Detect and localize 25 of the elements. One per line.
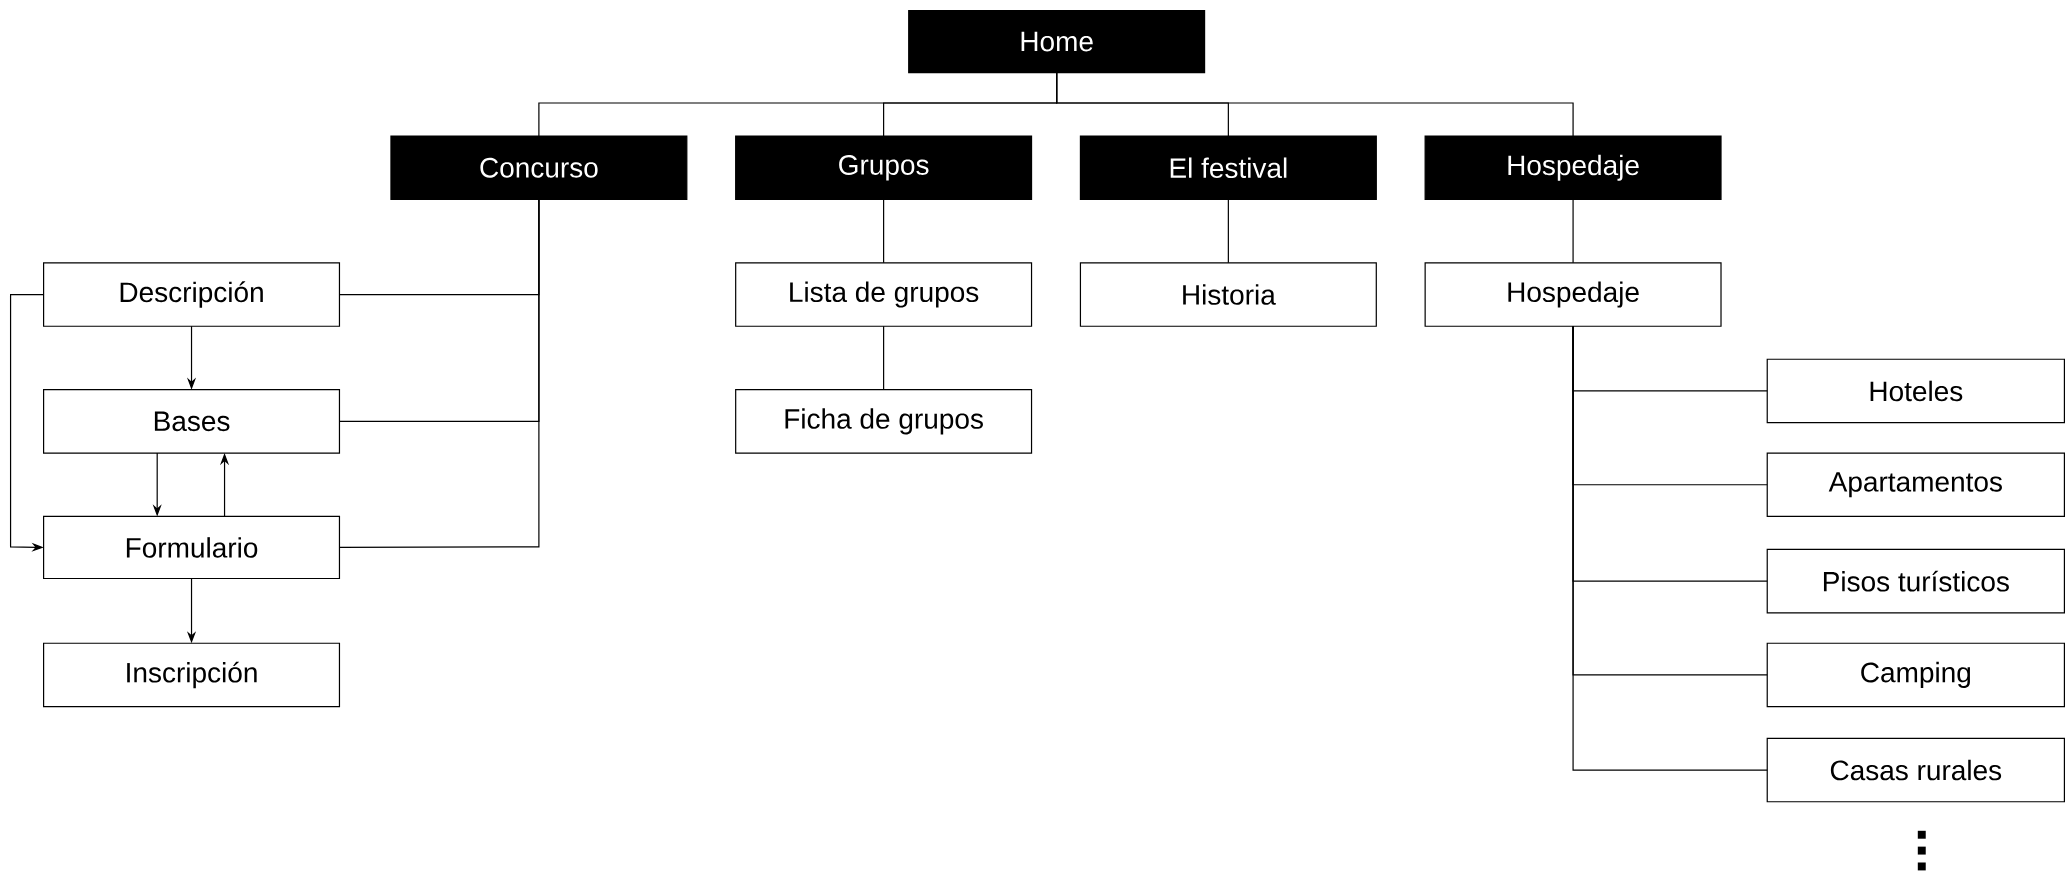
page-header-box: Hospedaje [1424, 135, 1722, 200]
page-box: Pisos turísticos [1766, 548, 2065, 614]
page-box: Casas rurales [1766, 737, 2065, 803]
page-box: Lista de grupos [735, 262, 1033, 327]
connector-line [1056, 71, 1574, 137]
connector-line [883, 198, 885, 264]
page-box: Formulario [43, 515, 341, 579]
page-box: Hospedaje [1424, 262, 1722, 327]
page-box: Camping [1766, 642, 2065, 708]
page-box: Hoteles [1766, 358, 2065, 424]
page-box: Apartamentos [1766, 452, 2065, 517]
connector-line [1572, 325, 1768, 771]
connector-line [1227, 198, 1229, 264]
page-header-box: Grupos [735, 135, 1033, 200]
page-header-box: Concurso [390, 135, 688, 200]
page-header-box: Home [908, 9, 1206, 74]
page-box: Bases [43, 388, 341, 454]
connector-line [338, 198, 540, 548]
page-header-box: El festival [1079, 135, 1377, 200]
page-box: Historia [1079, 262, 1377, 327]
connector-line [1572, 198, 1574, 264]
page-box: Descripción [43, 262, 341, 327]
page-box: Inscripción [43, 642, 341, 708]
connector-line [883, 325, 885, 391]
page-box: Ficha de grupos [735, 388, 1033, 454]
